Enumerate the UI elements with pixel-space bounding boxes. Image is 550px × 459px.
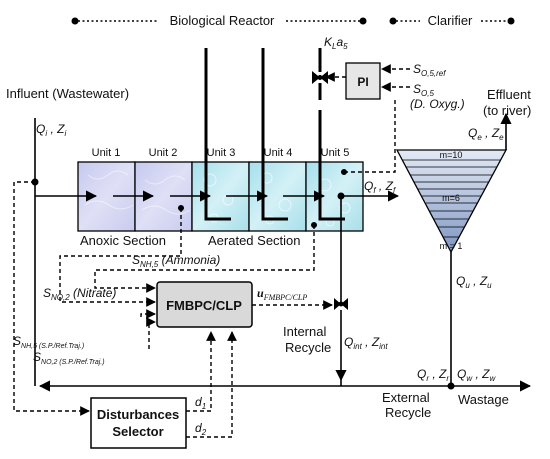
- internal-recycle: Qint , Zint Internal Recycle: [283, 192, 388, 386]
- underflow: Qu , Zu Qr , Zr Qw , Zw External Recycle…: [38, 252, 532, 420]
- feed-stream-label: Qf , Zf: [364, 179, 396, 195]
- internal-recycle-stream: Qint , Zint: [344, 335, 388, 351]
- internal-recycle-line2: Recycle: [285, 340, 331, 355]
- unit-3-label: Unit 3: [207, 147, 236, 159]
- wastage-label: Wastage: [458, 392, 509, 407]
- controller-label: FMBPC/CLP: [166, 298, 242, 313]
- nitrate-signal-label: SNO,2 (Nitrate): [43, 286, 116, 302]
- clarifier-label: Clarifier: [428, 13, 473, 28]
- effluent-line2: (to river): [483, 103, 531, 118]
- external-recycle-stream: Qr , Zr: [417, 367, 449, 383]
- clarifier-cone: [395, 149, 508, 254]
- header-clarifier: Clarifier: [389, 13, 515, 28]
- biological-reactor-label: Biological Reactor: [170, 13, 275, 28]
- clarifier-mid-layer: m=6: [442, 193, 460, 203]
- measurement-signals: SNH,5 (Ammonia) SNO,2 (Nitrate): [43, 205, 317, 307]
- pi-setpoint-label: SO,5,ref: [413, 62, 446, 78]
- pi-label: PI: [357, 75, 368, 89]
- influent: Influent (Wastewater) Qi , Zi: [6, 86, 129, 386]
- disturbances-box: [90, 397, 187, 449]
- kla-label: KLa5: [324, 35, 348, 51]
- controller-output-label: uFMBPC/CLP: [257, 286, 307, 302]
- nitrate-ref-label: SNO,2 (S.P./Ref.Traj.): [33, 350, 105, 366]
- fmbpc-controller: FMBPC/CLP uFMBPC/CLP SNH,5 (S.P./Ref.Tra…: [13, 281, 333, 366]
- ammonia-ref-label: SNH,5 (S.P./Ref.Traj.): [13, 334, 84, 350]
- disturbance-d2-label: d2: [195, 421, 207, 437]
- unit-1-label: Unit 1: [92, 147, 121, 159]
- influent-title: Influent (Wastewater): [6, 86, 129, 101]
- effluent-streams: Qe , Ze: [468, 126, 504, 142]
- disturbances-line2: Selector: [112, 424, 163, 439]
- underflow-label: Qu , Zu: [456, 274, 492, 290]
- clarifier: m=10 m=6 m = 1: [395, 149, 508, 254]
- pi-controller: PI SO,5,ref SO,5 (D. Oxyg.): [325, 62, 465, 175]
- aerators: [204, 48, 345, 221]
- ammonia-signal-label: SNH,5 (Ammonia): [132, 253, 220, 269]
- internal-recycle-line1: Internal: [283, 324, 326, 339]
- clarifier-bottom-layer: m = 1: [440, 241, 463, 251]
- external-recycle-line1: External: [382, 390, 430, 405]
- effluent: Effluent (to river) Qe , Ze: [468, 87, 531, 150]
- aerated-section-label: Aerated Section: [208, 233, 301, 248]
- external-recycle-line2: Recycle: [385, 405, 431, 420]
- anoxic-section-label: Anoxic Section: [80, 233, 166, 248]
- unit-5-label: Unit 5: [321, 147, 350, 159]
- pi-measure-label: SO,5: [413, 82, 434, 98]
- disturbances-selector: Disturbances Selector d1 d2: [13, 181, 237, 449]
- disturbance-d1-label: d1: [195, 395, 206, 411]
- pi-measure-desc: (D. Oxyg.): [410, 97, 465, 111]
- disturbances-line1: Disturbances: [97, 407, 179, 422]
- pi-box: [345, 62, 381, 100]
- clarifier-top-layer: m=10: [440, 150, 463, 160]
- kla-valve: KLa5: [312, 35, 348, 84]
- wastage-stream: Qw , Zw: [457, 367, 496, 383]
- effluent-line1: Effluent: [487, 87, 531, 102]
- header-biological-reactor: Biological Reactor: [71, 13, 367, 28]
- influent-streams: Qi , Zi: [36, 122, 66, 138]
- unit-2-label: Unit 2: [149, 147, 178, 159]
- unit-4-label: Unit 4: [264, 147, 293, 159]
